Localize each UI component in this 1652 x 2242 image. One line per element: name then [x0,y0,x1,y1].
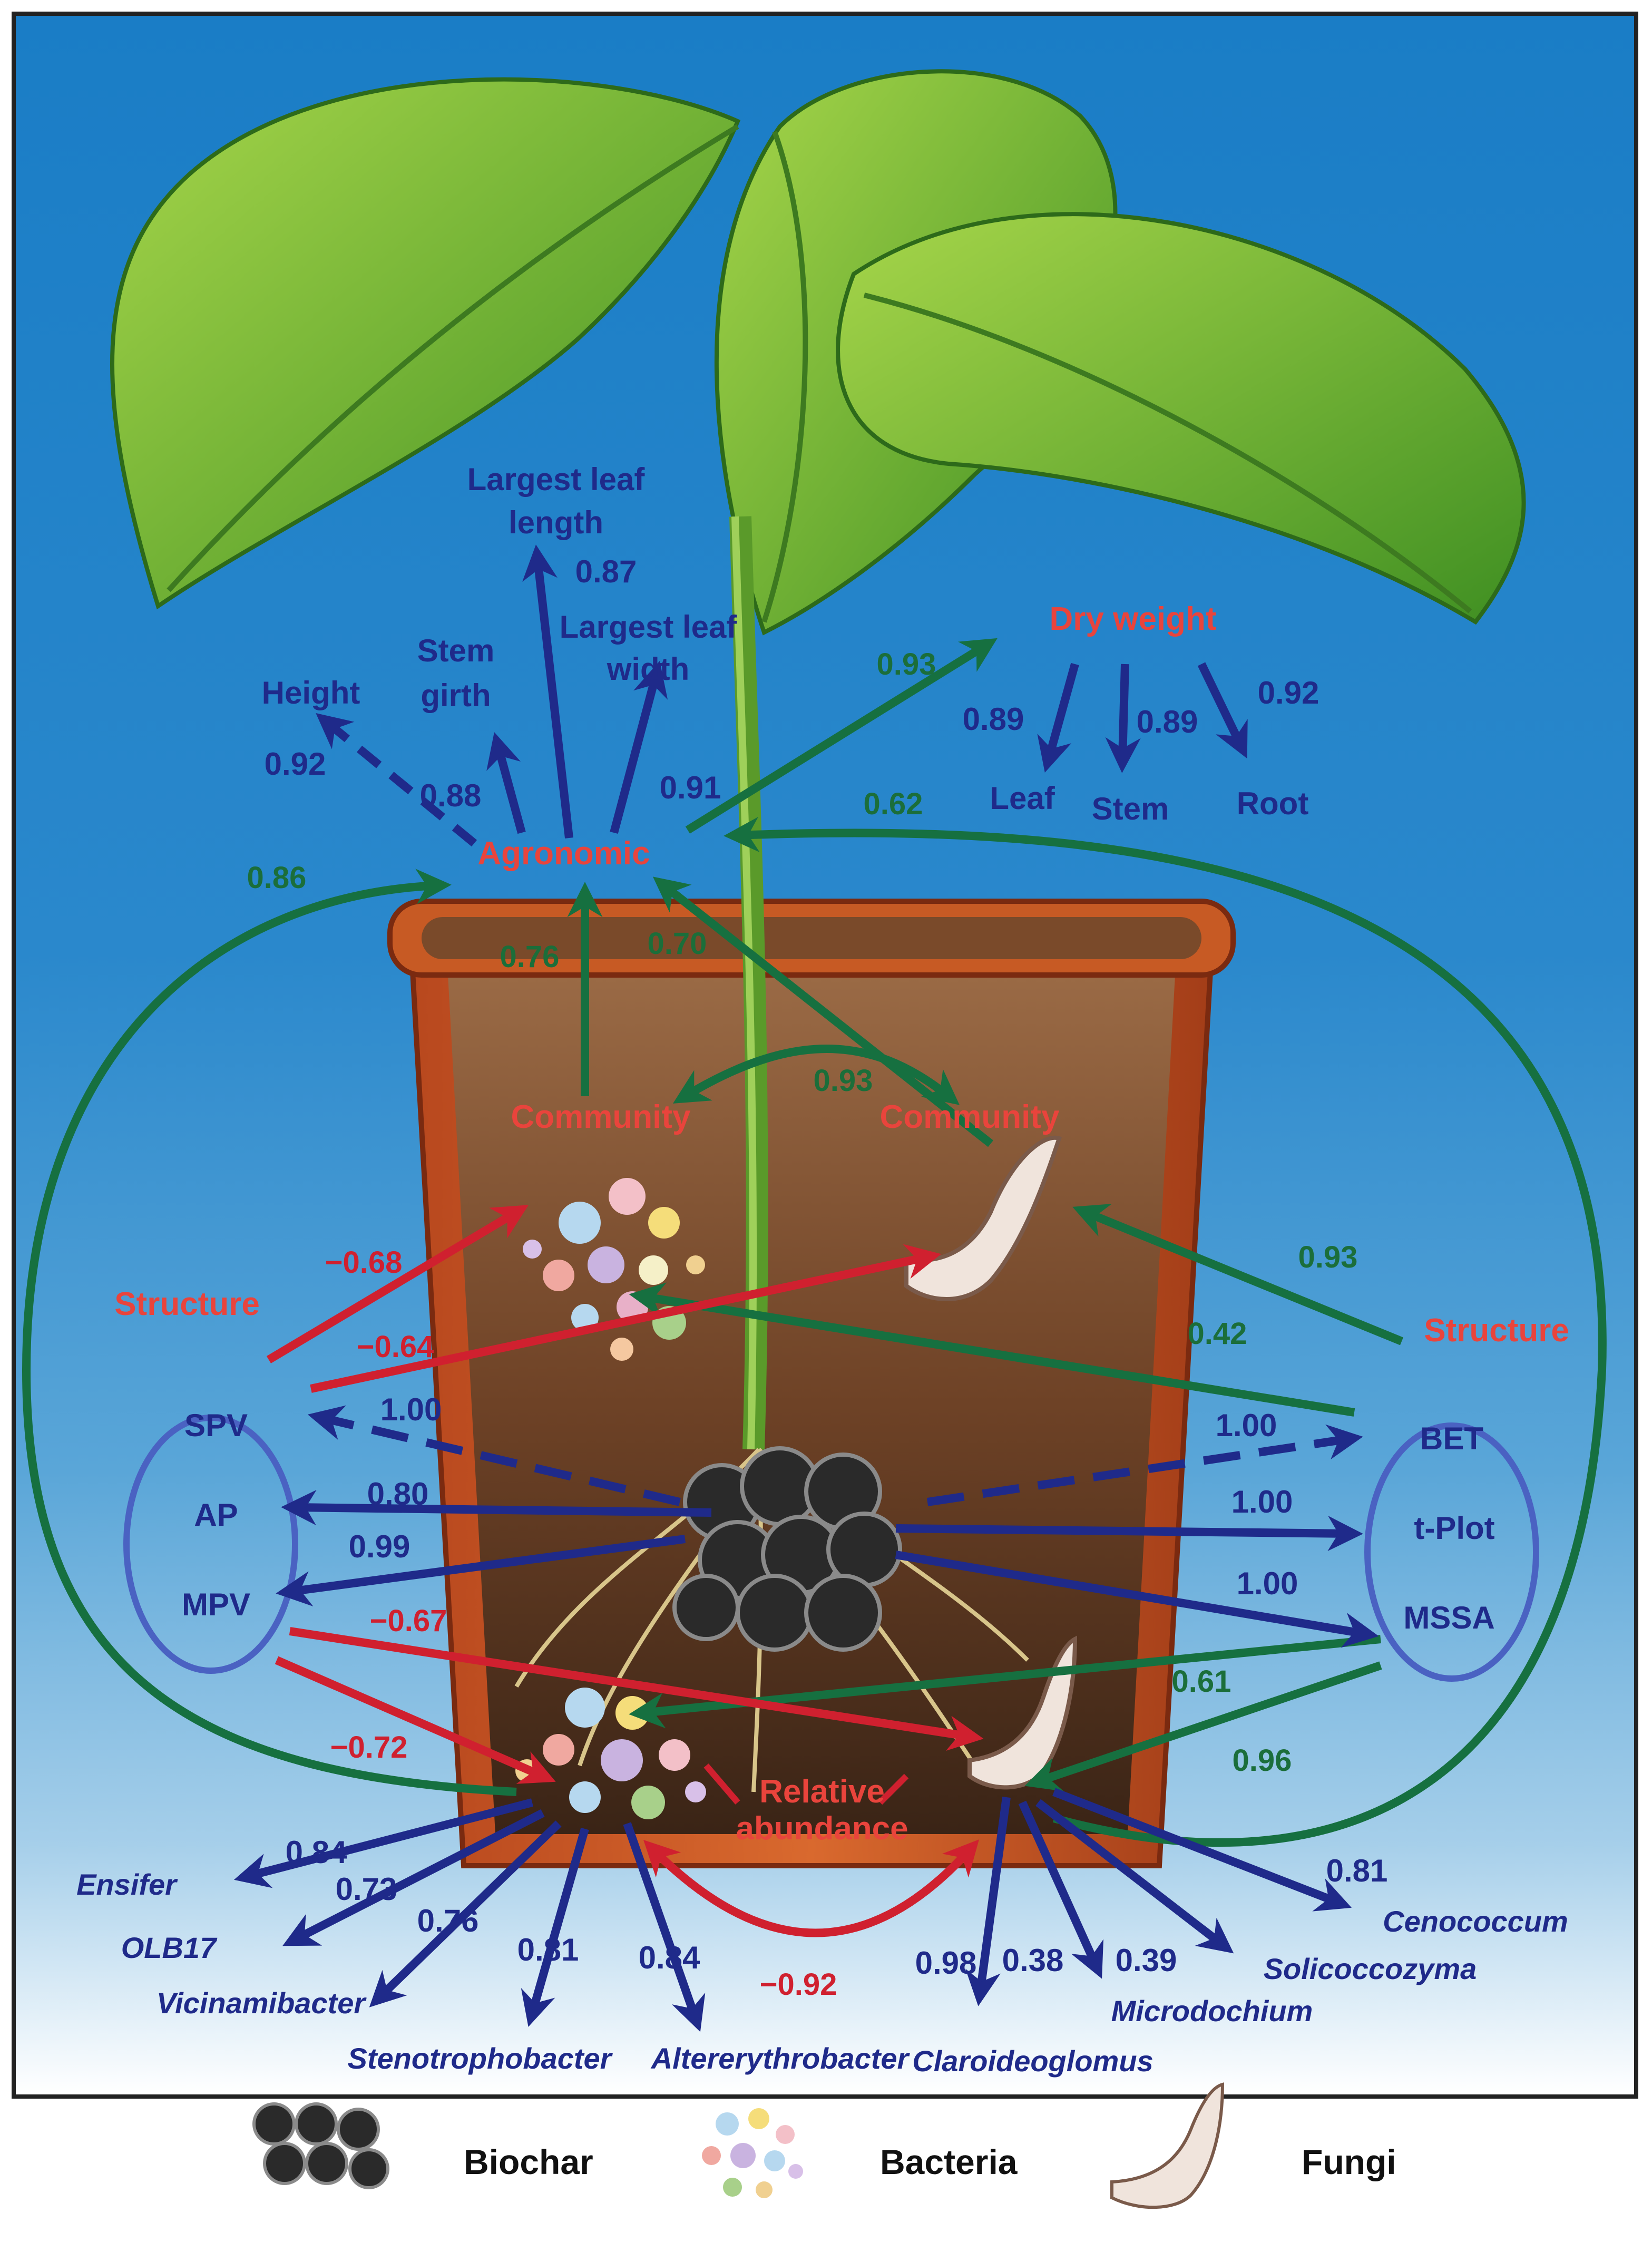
coef-mpv: 0.99 [349,1529,410,1564]
relative-abundance-label-1: Relative [759,1773,885,1810]
coef-olb17: 0.73 [336,1871,397,1907]
dw-leaf-label: Leaf [990,781,1055,816]
coef-microdochium: 0.38 [1002,1943,1064,1978]
fungi-icon [1110,2082,1225,2209]
coef-ra-l-fungi: −0.67 [370,1604,447,1638]
coef-ra-l-bact: −0.72 [330,1730,408,1765]
dw-root-label: Root [1237,786,1309,821]
coef-ensifer: 0.84 [286,1835,347,1870]
coef-comm-right-agro: 0.70 [648,927,707,961]
red-arrows [266,1205,984,1937]
leaf-length-label-2: length [509,505,603,540]
coef-stem-girth: 0.88 [420,778,482,813]
agronomic-label: Agronomic [477,835,650,872]
coef-dw-root: 0.92 [1258,675,1319,710]
mssa-label: MSSA [1403,1600,1494,1635]
legend-bacteria: Bacteria [880,2142,1018,2181]
tplot-label: t-Plot [1414,1510,1494,1546]
relative-abundance-label-2: abundance [736,1810,908,1847]
coef-ra-ra: −0.92 [760,1967,837,2002]
fungi-bottom [967,1635,1078,1790]
legend: Biochar Bacteria Fungi [252,2082,1396,2209]
coef-tplot: 1.00 [1231,1484,1293,1519]
spv-label: SPV [184,1408,248,1443]
coef-dry-weight: 0.93 [877,647,936,681]
structure-left-label: Structure [114,1286,260,1322]
bet-label: BET [1420,1421,1483,1456]
coef-spv: 1.00 [380,1392,442,1427]
structure-arrows [276,1405,1379,1648]
biochar-icon [252,2102,389,2189]
coef-stenotrophobacter: 0.81 [517,1932,579,1967]
coef-leaf-length: 0.87 [575,554,637,589]
agronomic-arrows [316,544,1248,847]
leaf-length-label-1: Largest leaf [467,462,646,497]
coef-altererythrobacter: 0.84 [639,1940,700,1975]
coef-bet: 1.00 [1216,1408,1277,1443]
bacteria-icon [702,2108,803,2198]
claroideoglomus-label: Claroideoglomus [912,2044,1153,2078]
cenococcum-label: Cenococcum [1383,1905,1568,1938]
coef-mssa: 1.00 [1237,1566,1298,1601]
solicoccozyma-label: Solicoccozyma [1264,1952,1477,1985]
dry-weight-label: Dry weight [1050,601,1217,637]
ap-label: AP [194,1497,238,1533]
coef-vicinamibacter: 0.76 [417,1903,479,1938]
legend-biochar: Biochar [464,2142,593,2181]
coef-claroideoglomus: 0.98 [915,1945,977,1981]
legend-fungi: Fungi [1302,2142,1396,2181]
coef-ra-agro-right: 0.62 [864,787,923,821]
coef-comm-comm: 0.93 [814,1064,873,1098]
coef-ra-agro-left: 0.86 [247,861,307,895]
structure-left-ellipse [123,1415,298,1674]
structure-right-ellipse [1364,1422,1539,1682]
coef-struct-l-fungi: −0.64 [357,1330,434,1364]
coef-leaf-width: 0.91 [660,770,721,805]
coef-struct-l-bact: −0.68 [325,1245,403,1280]
vicinamibacter-label: Vicinamibacter [157,1986,367,2020]
altererythrobacter-label: Altererythrobacter [650,2042,911,2075]
leaf-width-label-2: width [607,651,690,687]
coef-struct-r-fungi: 0.93 [1298,1240,1358,1274]
coef-cenococcum: 0.81 [1326,1853,1388,1888]
leaf-width-label-1: Largest leaf [560,609,738,645]
green-arrows [22,638,1607,1847]
coef-ra-r-bact: 0.61 [1172,1664,1231,1699]
community-left-label: Community [511,1099,691,1135]
plant-illustration [110,69,1526,1868]
community-right-label: Community [880,1099,1060,1135]
stenotrophobacter-label: Stenotrophobacter [348,2042,613,2075]
coef-ra-r-fungi: 0.96 [1233,1743,1292,1778]
coef-comm-left-agro: 0.76 [500,940,560,974]
genera-arrows [233,1788,1352,2032]
coef-struct-r-bact: 0.42 [1188,1317,1247,1351]
ensifer-label: Ensifer [76,1868,178,1901]
coef-dw-leaf: 0.89 [963,701,1024,737]
olb17-label: OLB17 [121,1931,218,1964]
coef-dw-stem: 0.89 [1137,704,1198,739]
fungi-top [904,1135,1062,1301]
microdochium-label: Microdochium [1111,1994,1313,2027]
coef-solicoccozyma: 0.39 [1116,1943,1177,1978]
stem-girth-label-1: Stem [417,633,495,668]
coef-ap: 0.80 [367,1476,429,1512]
mpv-label: MPV [182,1587,250,1622]
coef-height: 0.92 [265,746,326,782]
structure-right-label: Structure [1424,1312,1569,1349]
stem-girth-label-2: girth [421,678,491,713]
dw-stem-label: Stem [1092,791,1169,826]
height-label: Height [262,675,360,710]
